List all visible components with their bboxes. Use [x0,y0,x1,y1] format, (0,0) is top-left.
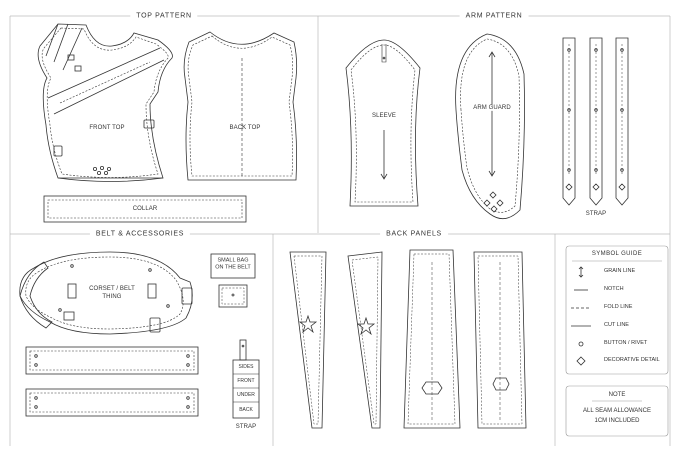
legend-title: SYMBOL GUIDE [591,251,643,257]
fold-line-icon [571,307,591,309]
legend-row-grain-line: GRAIN LINE [568,266,668,278]
legend-label-grain-line: GRAIN LINE [604,268,636,274]
label-strap-front: FRONT [237,378,255,384]
legend-label-button-rivet: BUTTON / RIVET [604,340,648,346]
legend-row-cut-line: CUT LINE [568,320,668,332]
section-title-arm-pattern: ARM PATTERN [459,12,529,20]
label-arm-strap: STRAP [585,210,607,217]
symbol-guide-box [565,245,669,375]
front-top-piece [37,23,173,182]
back-top-piece [183,31,298,181]
legend-row-button-rivet: BUTTON / RIVET [568,338,668,350]
sleeve-piece [345,39,421,207]
arm-guard-piece [455,33,525,219]
label-sleeve: SLEEVE [372,112,396,119]
legend-row-fold-line: FOLD LINE [568,302,668,314]
label-arm-guard: ARM GUARD [471,104,513,112]
label-front-top: FRONT TOP [89,124,125,131]
legend-label-notch: NOTCH [604,286,624,292]
label-small-bag-line2: ON THE BELT [215,264,251,270]
decorative-detail-icon [576,356,586,366]
small-bag-piece [210,253,256,308]
button-rivet-icon [578,341,584,347]
arm-straps [562,37,629,206]
grain-line-icon [578,266,584,278]
label-strap-sides: SIDES [238,364,254,370]
label-belt-strap: STRAP [235,423,257,430]
label-back-top: BACK TOP [229,124,261,131]
belt-straps [25,346,199,417]
label-collar: COLLAR [132,205,158,212]
corset-piece [19,251,193,335]
legend-row-notch: NOTCH [568,284,668,296]
label-small-bag-line1: SMALL BAG [217,257,249,264]
legend-label-cut-line: CUT LINE [604,322,629,328]
section-title-top-pattern: TOP PATTERN [130,12,198,20]
section-title-back-panels: BACK PANELS [380,230,448,238]
legend-row-decorative-detail: DECORATIVE DETAIL [568,355,668,367]
cut-line-icon [571,325,591,327]
back-panel-2 [347,251,383,429]
label-corset-line1: CORSET / BELT [89,285,135,292]
collar-piece [43,195,247,223]
back-panel-4 [473,251,527,429]
legend-label-fold-line: FOLD LINE [604,304,633,310]
notch-icon [574,289,588,291]
note-line2: 1CM INCLUDED [594,417,640,424]
back-panel-3 [403,249,461,429]
section-title-belt-accessories: BELT & ACCESSORIES [89,230,191,238]
belt-vertical-strap [232,339,260,419]
label-corset-line2: THING [102,293,122,300]
label-strap-back: BACK [239,407,253,413]
note-line1: ALL SEAM ALLOWANCE [583,407,651,414]
note-title: NOTE [608,391,626,398]
back-panel-1 [289,251,327,429]
label-strap-under: UNDER [237,392,255,398]
legend-label-decorative-detail: DECORATIVE DETAIL [604,357,660,363]
note-box [565,385,669,437]
